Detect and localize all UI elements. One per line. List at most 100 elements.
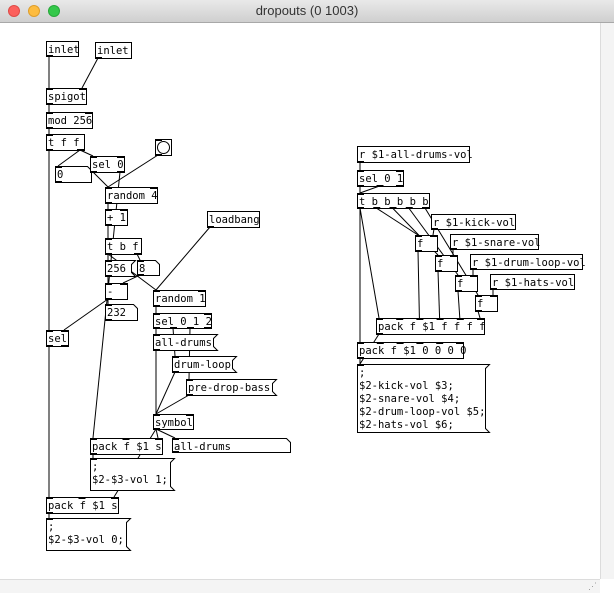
close-icon[interactable] (8, 5, 20, 17)
symbol-atom-all-drums[interactable]: all-drums (172, 438, 291, 453)
atom-232-label: 232 (107, 307, 126, 319)
msg-256[interactable]: 256 (105, 260, 137, 277)
obj-spigot[interactable]: spigot (46, 88, 87, 105)
patch-cord[interactable] (92, 171, 109, 188)
msg-vol-set-label: $2-snare-vol $4; (359, 393, 460, 405)
obj-f-2[interactable]: f (435, 255, 458, 272)
symbol-atom-all-drums-label: all-drums (174, 441, 231, 453)
patch-cord[interactable] (359, 185, 380, 194)
msg-all-drums[interactable]: all-drums (153, 334, 219, 351)
obj-minus[interactable]: - (105, 283, 128, 300)
obj-pack-f-1-f-f-f-f-label: pack f $1 f f f f (378, 321, 485, 333)
msg-256-label: 256 (107, 263, 126, 275)
atom-8[interactable]: 8 (137, 260, 160, 276)
msg-vol-1[interactable]: ;$2-$3-vol 1; (90, 458, 176, 491)
obj-f-4[interactable]: f (475, 295, 498, 312)
obj-sel-0-1-b[interactable]: sel 0 1 (357, 170, 404, 187)
patch-cord[interactable] (81, 57, 99, 89)
obj-inlet-1[interactable]: inlet (46, 41, 80, 58)
obj-r-kick-vol[interactable]: r $1-kick-vol (431, 214, 516, 231)
obj-r-hats-vol[interactable]: r $1-hats-vol (490, 274, 575, 291)
obj-t-b-b-b-b-b[interactable]: t b b b b b (357, 193, 430, 209)
bang-button[interactable] (155, 139, 172, 156)
obj-pack-f-1-0-0-0-0-label: pack f $1 0 0 0 0 (359, 345, 466, 357)
resize-grip-icon[interactable]: ⋰ (588, 582, 597, 592)
patch-cord[interactable] (417, 250, 420, 319)
obj-f-3[interactable]: f (455, 275, 478, 292)
minimize-icon[interactable] (28, 5, 40, 17)
obj-inlet-2[interactable]: inlet (95, 42, 132, 60)
msg-vol-0[interactable]: ;$2-$3-vol 0; (46, 518, 132, 551)
patch-cord[interactable] (155, 226, 211, 291)
patch-cord[interactable] (375, 207, 419, 236)
window-title: dropouts (0 1003) (255, 3, 359, 18)
obj-r-hats-vol-label: r $1-hats-vol (492, 277, 574, 289)
obj-sel-0-label: sel 0 (92, 159, 124, 171)
patch-cord[interactable] (155, 428, 176, 439)
bang-icon[interactable] (157, 141, 170, 154)
atom-232[interactable]: 232 (105, 304, 138, 321)
obj-r-all-drums-vol[interactable]: r $1-all-drums-vol (357, 146, 473, 164)
obj-mod-256-label: mod 256 (48, 115, 92, 127)
obj-sel-0-1-2-label: sel 0 1 2 (155, 316, 212, 328)
obj-sel-0-1-2[interactable]: sel 0 1 2 (153, 313, 212, 329)
msg-vol-set-label: $2-kick-vol $3; (359, 380, 454, 392)
patch-cord[interactable] (155, 394, 190, 415)
atom-0-label: 0 (57, 169, 63, 181)
msg-vol-set-label: $2-drum-loop-vol $5; (359, 406, 485, 418)
patch-cord[interactable] (437, 270, 441, 319)
patch-cord[interactable] (107, 154, 159, 188)
obj-mod-256[interactable]: mod 256 (46, 112, 93, 129)
obj-random-4-label: random 4 (107, 190, 158, 202)
obj-random-4[interactable]: random 4 (105, 187, 158, 204)
patch-canvas[interactable]: inlet inlet spigot mod 256 t f f 0 sel 0 random… (0, 23, 600, 579)
obj-t-b-b-b-b-b-label: t b b b b b (359, 196, 429, 208)
obj-random-1-label: random 1 (155, 293, 206, 305)
obj-symbol[interactable]: symbol (153, 414, 194, 430)
obj-r-drum-loop-vol-label: r $1-drum-loop-vol (472, 257, 586, 269)
msg-all-drums-label: all-drums (155, 337, 212, 349)
zoom-icon[interactable] (48, 5, 60, 17)
obj-sel-0-1-b-label: sel 0 1 (359, 173, 403, 185)
atom-0[interactable]: 0 (55, 166, 92, 183)
patch-cord[interactable] (359, 207, 380, 319)
horizontal-scrollbar[interactable]: ⋰ (0, 579, 600, 593)
obj-pack-f-1-0-0-0-0[interactable]: pack f $1 0 0 0 0 (357, 342, 466, 359)
obj-pack-f-1-f-f-f-f[interactable]: pack f $1 f f f f (376, 318, 485, 335)
obj-pack-f-1-s-a-label: pack f $1 s (92, 441, 162, 453)
patch-cord[interactable] (477, 310, 481, 319)
obj-loadbang[interactable]: loadbang (207, 211, 260, 229)
msg-vol-0-label: $2-$3-vol 0; (48, 534, 124, 546)
obj-t-b-f-label: t b f (107, 241, 139, 253)
vertical-scrollbar[interactable] (600, 23, 614, 579)
obj-pack-f-1-s-b[interactable]: pack f $1 s (46, 497, 119, 514)
msg-drum-loop-label: drum-loop (174, 359, 231, 371)
obj-random-1[interactable]: random 1 (153, 290, 206, 307)
obj-plus-1[interactable]: + 1 (105, 209, 128, 226)
patch-cord[interactable] (57, 149, 81, 167)
msg-pre-drop-bass[interactable]: pre-drop-bass (186, 379, 278, 396)
patch-cord[interactable] (155, 371, 176, 415)
obj-r-snare-vol[interactable]: r $1-snare-vol (450, 234, 541, 251)
msg-vol-set-label: $2-hats-vol $6; (359, 419, 454, 431)
obj-sel[interactable]: sel (46, 330, 69, 347)
obj-t-f-f[interactable]: t f f (46, 134, 85, 151)
obj-inlet-1-label: inlet (48, 44, 80, 56)
patch-cord[interactable] (457, 290, 461, 319)
obj-spigot-label: spigot (48, 91, 86, 103)
obj-sel-0[interactable]: sel 0 (90, 156, 125, 173)
obj-r-drum-loop-vol[interactable]: r $1-drum-loop-vol (470, 254, 586, 271)
atom-8-label: 8 (139, 263, 145, 275)
obj-t-b-f[interactable]: t b f (105, 238, 142, 255)
msg-vol-set[interactable]: ;$2-kick-vol $3;$2-snare-vol $4;$2-drum-… (357, 364, 491, 433)
obj-pack-f-1-s-a[interactable]: pack f $1 s (90, 438, 163, 455)
obj-f-4-label: f (477, 298, 483, 310)
obj-f-1[interactable]: f (415, 235, 438, 252)
obj-f-1-label: f (417, 238, 423, 250)
msg-vol-1-label: $2-$3-vol 1; (92, 474, 168, 486)
msg-drum-loop[interactable]: drum-loop (172, 356, 238, 373)
obj-r-snare-vol-label: r $1-snare-vol (452, 237, 541, 249)
patch-cord[interactable] (63, 298, 109, 331)
patch-cord[interactable] (155, 428, 159, 439)
